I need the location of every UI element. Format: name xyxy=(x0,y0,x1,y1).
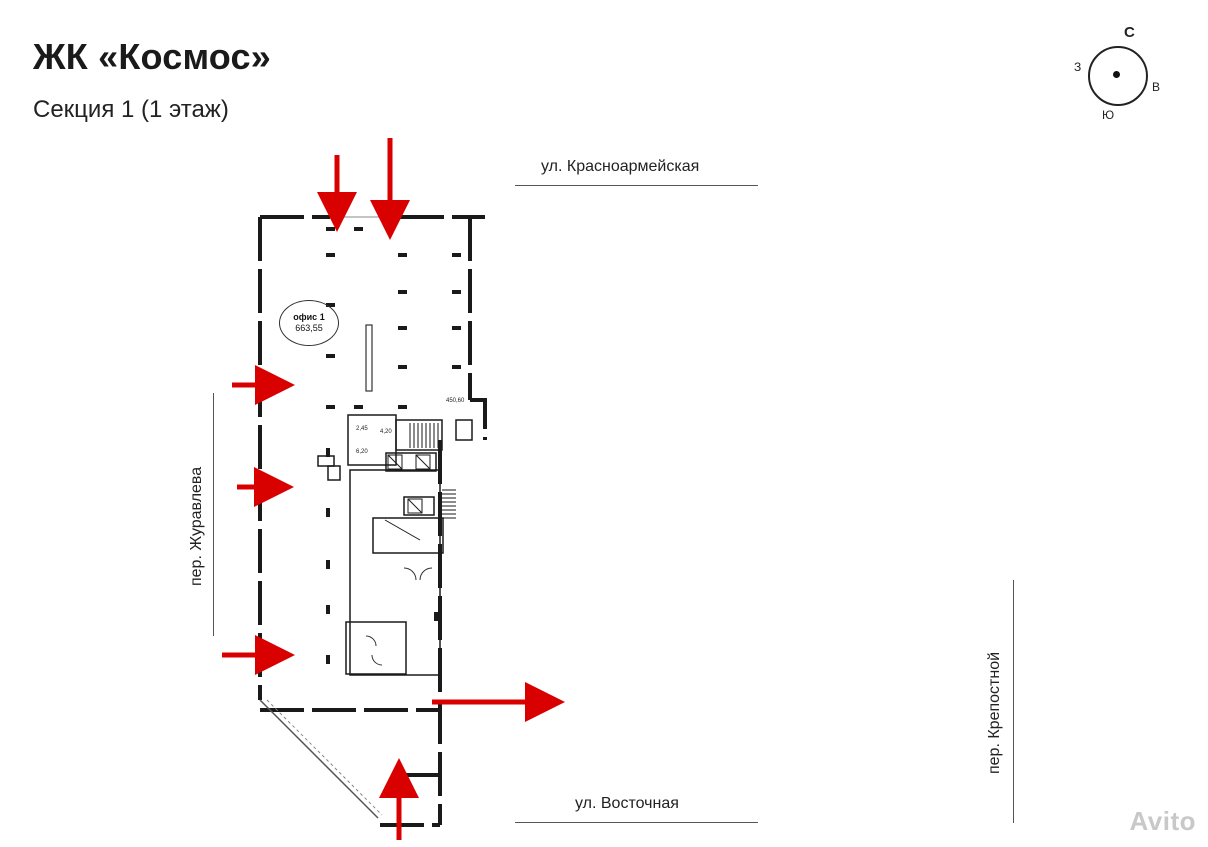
glazed-facade-inner xyxy=(266,699,383,816)
watermark: Avito xyxy=(1129,806,1196,836)
door-swings xyxy=(365,567,433,666)
compass-north: С xyxy=(1124,24,1135,41)
office-area: 663,55 xyxy=(295,323,323,333)
room-area: 2,45 xyxy=(356,426,368,432)
compass-center-icon xyxy=(1113,71,1120,78)
lift-icons xyxy=(384,454,431,541)
room-area: 4,20 xyxy=(380,429,392,435)
room-area: 6,20 xyxy=(356,449,368,455)
building-core xyxy=(317,414,473,676)
page-title: ЖК «Космос» xyxy=(33,36,271,77)
street-north: ул. Красноармейская xyxy=(541,158,700,175)
street-north-line xyxy=(515,185,758,186)
entrance-arrows xyxy=(222,138,565,840)
wall-segment xyxy=(470,398,487,440)
stairs-icon xyxy=(409,423,456,519)
compass-east: В xyxy=(1152,80,1161,94)
office-label[interactable]: офис 1 663,55 xyxy=(279,300,339,346)
street-east-line xyxy=(1013,580,1014,823)
page-subtitle: Секция 1 (1 этаж) xyxy=(33,96,229,123)
room-area: 450,60 xyxy=(446,398,465,404)
compass-ring-icon xyxy=(1088,46,1148,106)
street-south: ул. Восточная xyxy=(575,795,679,812)
compass-south: Ю xyxy=(1102,108,1115,122)
office-name: офис 1 xyxy=(293,312,325,322)
glazed-facade xyxy=(259,699,379,819)
partition xyxy=(365,324,373,392)
compass: С З В Ю xyxy=(1068,20,1168,130)
compass-west: З xyxy=(1074,60,1082,74)
street-west-line xyxy=(213,393,214,636)
street-south-line xyxy=(515,822,758,823)
